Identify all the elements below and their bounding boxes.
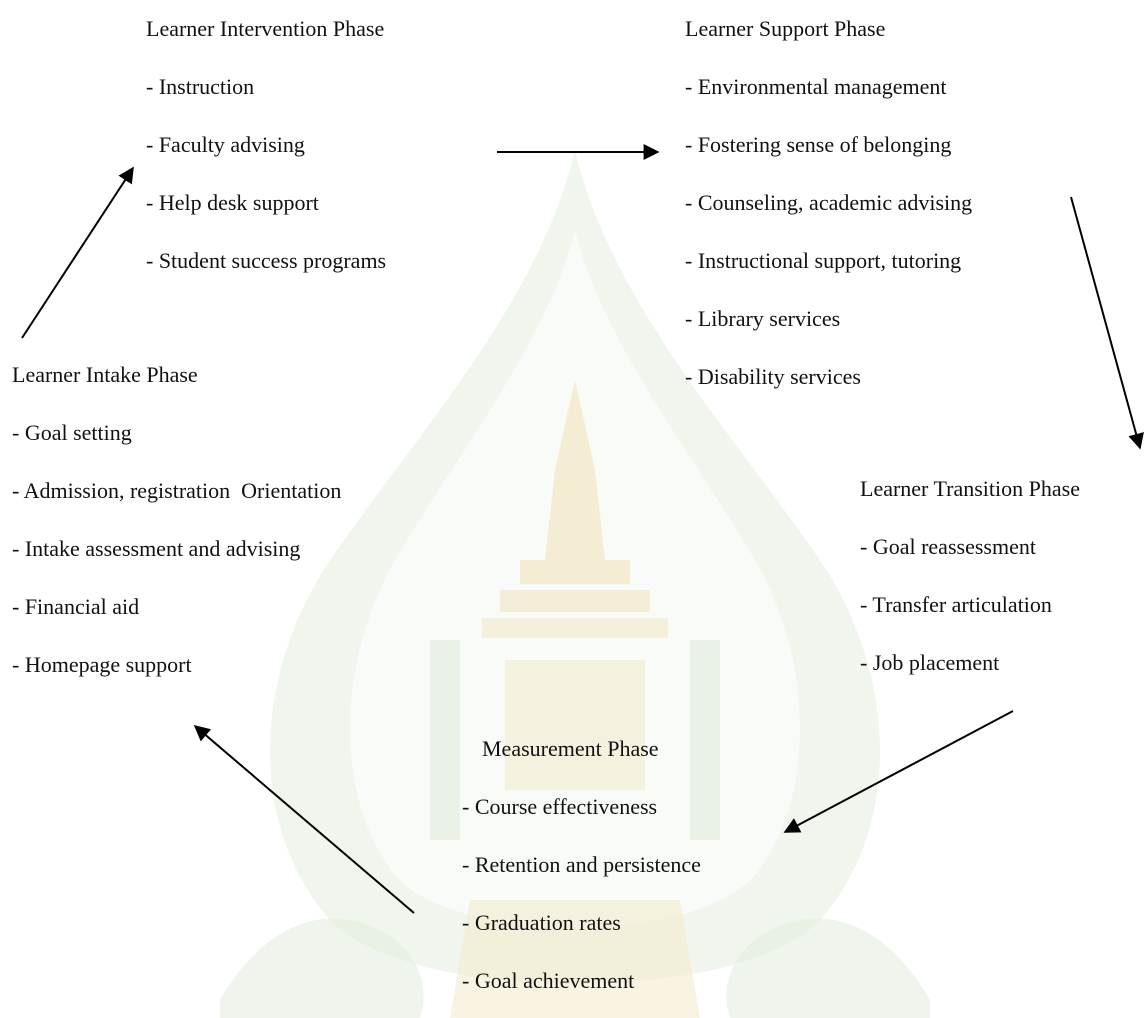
intake-phase-list: - Goal setting - Admission, registration… [12, 404, 341, 694]
list-item: - Goal achievement [462, 968, 635, 993]
list-item: - Homepage support [12, 652, 192, 677]
list-item: - Fostering sense of belonging [685, 132, 952, 157]
support-phase-list: - Environmental management - Fostering s… [685, 58, 972, 406]
support-phase-block: Learner Support Phase - Environmental ma… [685, 0, 972, 406]
list-item: - Student success programs [146, 248, 387, 273]
list-item: - Counseling, academic advising [685, 190, 973, 215]
list-item: - Job placement [860, 650, 1000, 675]
list-item: - Instruction [146, 74, 255, 99]
transition-phase-title: Learner Transition Phase [860, 476, 1080, 501]
list-item: - Goal reassessment [860, 534, 1036, 559]
intervention-phase-title: Learner Intervention Phase [146, 16, 385, 41]
list-item: - Transfer articulation [860, 592, 1052, 617]
list-item: - Library services [685, 306, 841, 331]
transition-phase-block: Learner Transition Phase - Goal reassess… [860, 460, 1080, 692]
intervention-phase-block: Learner Intervention Phase - Instruction… [146, 0, 386, 290]
transition-phase-list: - Goal reassessment - Transfer articulat… [860, 518, 1080, 692]
support-phase-title: Learner Support Phase [685, 16, 886, 41]
arrow-measurement-to-intake [193, 724, 415, 914]
arrow-support-to-transition [1070, 196, 1144, 450]
intake-phase-block: Learner Intake Phase - Goal setting - Ad… [12, 346, 341, 694]
measurement-phase-block: Measurement Phase - Course effectiveness… [462, 720, 701, 1010]
intake-phase-title: Learner Intake Phase [12, 362, 198, 387]
list-item: - Goal setting [12, 420, 132, 445]
list-item: - Retention and persistence [462, 852, 701, 877]
list-item: - Disability services [685, 364, 861, 389]
list-item: - Financial aid [12, 594, 140, 619]
list-item: - Help desk support [146, 190, 319, 215]
list-item: - Graduation rates [462, 910, 621, 935]
list-item: - Instructional support, tutoring [685, 248, 962, 273]
intervention-phase-list: - Instruction - Faculty advising - Help … [146, 58, 386, 290]
list-item: - Intake assessment and advising [12, 536, 301, 561]
list-item: - Environmental management [685, 74, 947, 99]
arrow-intake-to-intervention [21, 166, 134, 339]
arrow-transition-to-measurement [783, 710, 1014, 833]
measurement-phase-title: Measurement Phase [482, 736, 659, 761]
list-item: - Course effectiveness [462, 794, 658, 819]
list-item: - Admission, registration Orientation [12, 478, 342, 503]
list-item: - Faculty advising [146, 132, 305, 157]
measurement-phase-list: - Course effectiveness - Retention and p… [462, 778, 701, 1010]
